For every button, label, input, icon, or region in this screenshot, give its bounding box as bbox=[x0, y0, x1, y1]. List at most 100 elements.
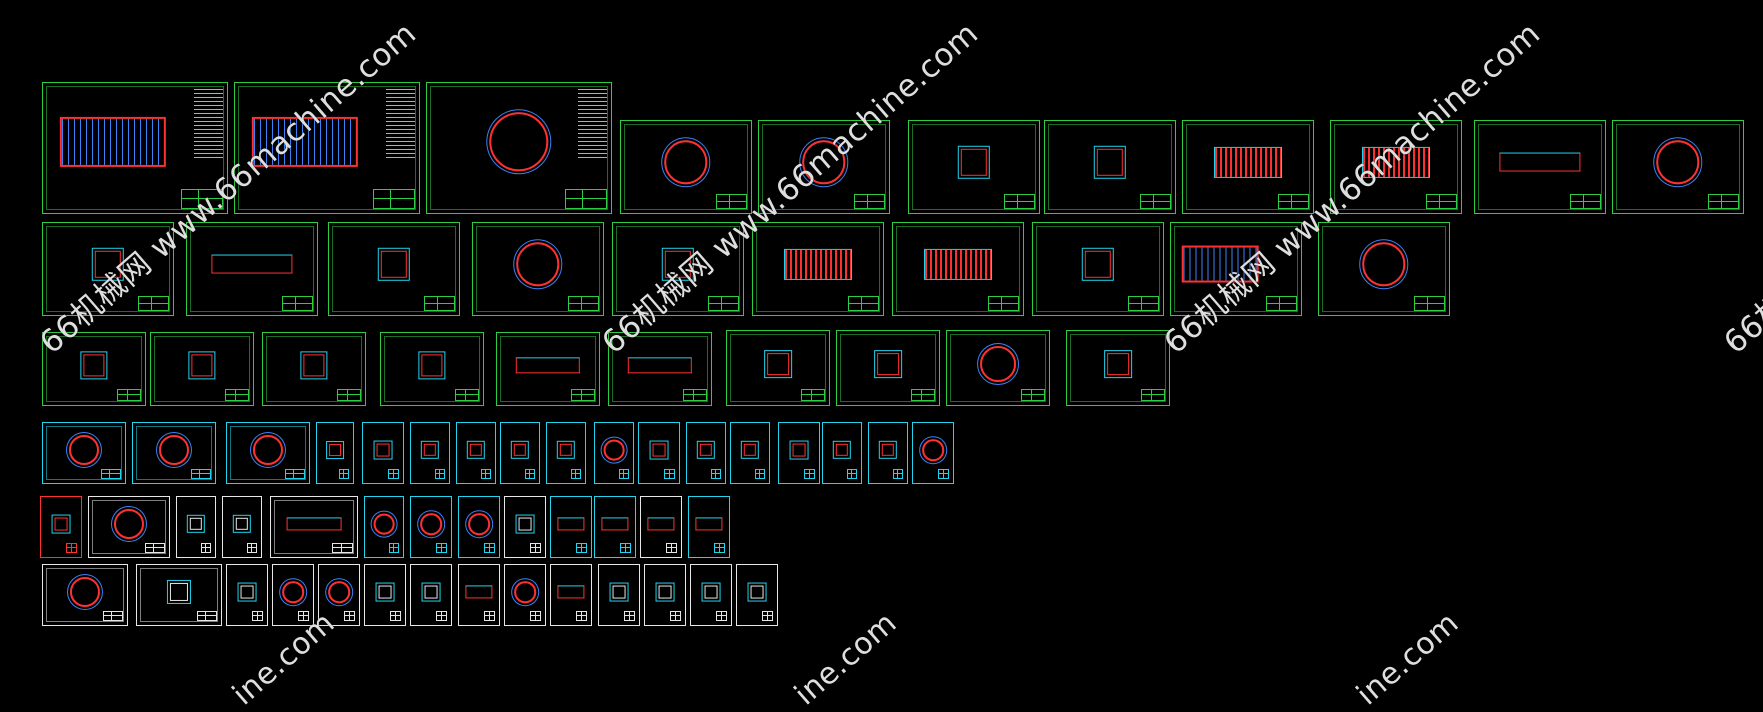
drawing-sheet[interactable] bbox=[1032, 222, 1164, 316]
drawing-sheet[interactable] bbox=[136, 564, 222, 626]
part-detail-view bbox=[518, 517, 532, 531]
drawing-sheet[interactable] bbox=[836, 330, 940, 406]
drawing-sheet[interactable] bbox=[758, 120, 890, 214]
title-block bbox=[804, 468, 815, 479]
sheet-inner-border bbox=[136, 426, 212, 480]
drawing-sheet[interactable] bbox=[726, 330, 830, 406]
drawing-sheet[interactable] bbox=[42, 222, 174, 316]
drawing-sheet[interactable] bbox=[504, 564, 546, 626]
sheet-inner-border bbox=[190, 226, 314, 312]
drawing-sheet[interactable] bbox=[500, 422, 540, 484]
assembly-view bbox=[251, 116, 359, 167]
drawing-sheet[interactable] bbox=[318, 564, 360, 626]
sheet-inner-border bbox=[230, 426, 306, 480]
drawing-sheet[interactable] bbox=[612, 222, 744, 316]
drawing-sheet[interactable] bbox=[496, 332, 600, 406]
drawing-sheet[interactable] bbox=[1330, 120, 1462, 214]
drawing-sheet[interactable] bbox=[226, 422, 310, 484]
title-block bbox=[938, 468, 949, 479]
part-detail-view bbox=[652, 443, 666, 457]
drawing-sheet[interactable] bbox=[270, 496, 358, 558]
sheet-inner-border bbox=[624, 124, 748, 210]
drawing-sheet[interactable] bbox=[550, 496, 592, 558]
drawing-sheet[interactable] bbox=[912, 422, 954, 484]
drawing-sheet[interactable] bbox=[364, 564, 406, 626]
drawing-sheet[interactable] bbox=[640, 496, 682, 558]
drawing-sheet[interactable] bbox=[150, 332, 254, 406]
drawing-sheet[interactable] bbox=[638, 422, 680, 484]
drawing-sheet[interactable] bbox=[908, 120, 1040, 214]
drawing-sheet[interactable] bbox=[42, 332, 146, 406]
drawing-sheet[interactable] bbox=[458, 564, 500, 626]
vessel-cross-section bbox=[158, 434, 190, 466]
drawing-sheet[interactable] bbox=[42, 422, 126, 484]
drawing-sheet[interactable] bbox=[736, 564, 778, 626]
part-detail-view bbox=[750, 585, 764, 599]
drawing-sheet[interactable] bbox=[822, 422, 862, 484]
drawing-sheet[interactable] bbox=[546, 422, 586, 484]
drawing-sheet[interactable] bbox=[504, 496, 546, 558]
drawing-sheet[interactable] bbox=[690, 564, 732, 626]
drawing-sheet[interactable] bbox=[328, 222, 460, 316]
drawing-sheet[interactable] bbox=[234, 82, 420, 214]
part-detail-view bbox=[83, 354, 105, 377]
drawing-sheet[interactable] bbox=[410, 496, 452, 558]
drawing-sheet[interactable] bbox=[410, 422, 450, 484]
title-block bbox=[682, 388, 707, 401]
drawing-sheet[interactable] bbox=[946, 330, 1050, 406]
drawing-sheet[interactable] bbox=[410, 564, 452, 626]
drawing-sheet[interactable] bbox=[42, 564, 128, 626]
drawing-sheet[interactable] bbox=[598, 564, 640, 626]
title-block bbox=[910, 388, 935, 401]
drawing-sheet[interactable] bbox=[380, 332, 484, 406]
drawing-sheet[interactable] bbox=[226, 564, 268, 626]
drawing-sheet[interactable] bbox=[40, 496, 82, 558]
drawing-sheet[interactable] bbox=[752, 222, 884, 316]
drawing-sheet[interactable] bbox=[730, 422, 770, 484]
drawing-sheet[interactable] bbox=[364, 496, 404, 558]
drawing-sheet[interactable] bbox=[1474, 120, 1606, 214]
drawing-sheet[interactable] bbox=[176, 496, 216, 558]
drawing-sheet[interactable] bbox=[132, 422, 216, 484]
drawing-sheet[interactable] bbox=[550, 564, 592, 626]
vessel-cross-section bbox=[516, 242, 560, 287]
drawing-sheet[interactable] bbox=[644, 564, 686, 626]
title-block bbox=[196, 610, 217, 621]
technical-notes-block bbox=[577, 89, 607, 161]
shell-elevation-view bbox=[627, 357, 693, 374]
drawing-sheet[interactable] bbox=[186, 222, 318, 316]
drawing-sheet[interactable] bbox=[1612, 120, 1744, 214]
title-block bbox=[102, 610, 123, 621]
drawing-sheet[interactable] bbox=[1318, 222, 1450, 316]
vessel-cross-section bbox=[922, 439, 944, 461]
drawing-sheet[interactable] bbox=[456, 422, 496, 484]
drawing-sheet[interactable] bbox=[222, 496, 262, 558]
drawing-sheet[interactable] bbox=[262, 332, 366, 406]
drawing-sheet[interactable] bbox=[1170, 222, 1302, 316]
title-block bbox=[714, 542, 725, 553]
drawing-sheet[interactable] bbox=[608, 332, 712, 406]
drawing-sheet[interactable] bbox=[88, 496, 170, 558]
drawing-sheet[interactable] bbox=[1044, 120, 1176, 214]
sheet-inner-border bbox=[756, 226, 880, 312]
drawing-sheet[interactable] bbox=[42, 82, 228, 214]
drawing-sheet[interactable] bbox=[472, 222, 604, 316]
part-detail-view bbox=[235, 517, 249, 531]
drawing-sheet[interactable] bbox=[688, 496, 730, 558]
drawing-sheet[interactable] bbox=[620, 120, 752, 214]
drawing-sheet[interactable] bbox=[426, 82, 612, 214]
drawing-sheet[interactable] bbox=[594, 422, 634, 484]
drawing-sheet[interactable] bbox=[594, 496, 636, 558]
title-block bbox=[754, 468, 765, 479]
drawing-sheet[interactable] bbox=[892, 222, 1024, 316]
drawing-sheet[interactable] bbox=[272, 564, 314, 626]
drawing-sheet[interactable] bbox=[778, 422, 820, 484]
drawing-sheet[interactable] bbox=[316, 422, 354, 484]
drawing-sheet[interactable] bbox=[1066, 330, 1170, 406]
drawing-sheet[interactable] bbox=[362, 422, 404, 484]
drawing-sheet[interactable] bbox=[1182, 120, 1314, 214]
drawing-sheet[interactable] bbox=[868, 422, 908, 484]
drawing-sheet[interactable] bbox=[686, 422, 726, 484]
drawing-sheet[interactable] bbox=[458, 496, 500, 558]
